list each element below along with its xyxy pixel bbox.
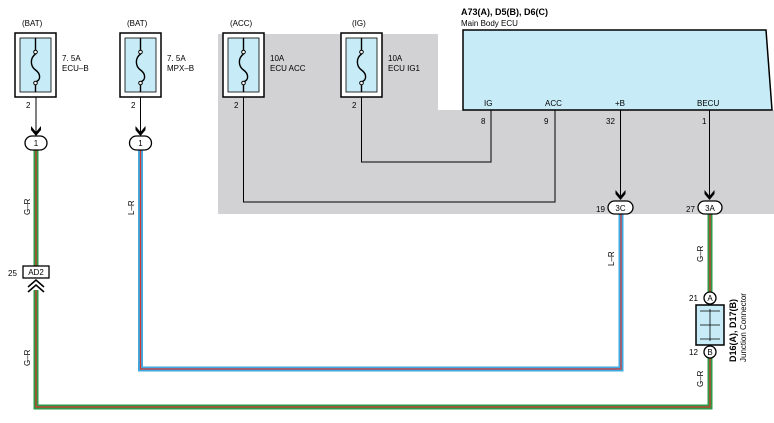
fuse-terminal-icon [138,49,143,55]
arrow-down-icon [704,190,715,200]
ecu-pin-ig: 8 [481,117,486,126]
connector-pin: 1 [138,139,143,148]
fuse-ecu-acc: (ACC) 10A ECU ACC 2 [222,19,306,110]
wire-label-gr: G–R [23,198,32,215]
junction-pin-b: 12 [689,348,698,357]
fuse-terminal-icon [33,80,38,86]
connector-fuse2: 1 [128,135,153,151]
fuse-terminal-icon [241,49,246,55]
fuse-terminal-icon [33,49,38,55]
fuse-source-label: (BAT) [22,19,43,28]
connector-3c: 19 3C [596,200,634,215]
connector-pin: 25 [8,269,17,278]
connector-box [22,265,50,279]
connector-code: AD2 [28,268,44,277]
fuse-source-label: (IG) [352,19,366,28]
fuse-name: ECU ACC [270,64,306,73]
fuse-pin: 2 [352,101,357,110]
fuse-name: ECU IG1 [388,64,421,73]
connector-code: 3C [615,204,625,213]
ecu-name: Main Body ECU [461,19,518,28]
ecu-terminal-becu: BECU [697,99,719,108]
connector-pill [607,200,634,215]
connector-pill [128,135,153,151]
fuse-rating: 10A [270,54,285,63]
fuse-rating: 7. 5A [62,54,81,63]
main-body-ecu: A73(A), D5(B), D6(C) Main Body ECU IG AC… [461,7,773,126]
arrow-down-icon [135,126,146,136]
fuse-mpx-b: (BAT) 7. 5A MPX–B 2 [119,19,194,110]
fuse-rating: 7. 5A [167,54,186,63]
ecu-pin-b: 32 [606,117,615,126]
ecu-terminal-ig: IG [484,99,492,108]
ecu-box [462,29,773,111]
connector-pin: 27 [686,205,695,214]
ecu-terminal-acc: ACC [545,99,562,108]
fuse-element-icon [238,38,249,92]
internal-wiring [35,97,710,203]
chevron-up-icon [27,284,45,293]
fuse-terminal-icon [359,49,364,55]
connector-pill [697,200,723,215]
ecu-code: A73(A), D5(B), D6(C) [461,7,548,17]
connector-3a: 27 3A [686,200,723,215]
fuse-ecu-ig1: (IG) 10A ECU IG1 2 [340,19,421,110]
junction-terminal-b [703,345,717,359]
fuse-name: ECU–B [62,64,89,73]
fuse-element-icon [135,38,146,92]
wire-label-gr: G–R [696,245,705,262]
fuse-element-icon [356,38,367,92]
connector-pin: 19 [596,205,605,214]
connector-ad2: 25 AD2 [8,265,50,293]
wire-gr-lower-tracer [35,290,711,408]
fuse-terminal-icon [138,80,143,86]
wire-lr-tracer [139,150,622,370]
junction-label-b: B [707,348,712,357]
fuse-pin: 2 [234,101,239,110]
connector-pill [24,135,48,151]
wire-label-gr: G–R [696,370,705,387]
fuse-ecu-b: (BAT) 7. 5A ECU–B 2 [14,19,89,110]
fuse-terminal-icon [359,80,364,86]
wire-label-lr: L–R [127,200,136,215]
wire-acc [243,97,556,203]
arrow-down-icon [31,126,41,136]
fuse-name: MPX–B [167,64,194,73]
fuse-pin: 2 [26,101,31,110]
connector-code: 3A [705,204,715,213]
junction-connector: 21 A 12 B D16(A), D17(B) Junction Connec… [689,291,748,362]
arrow-down-icon [615,190,626,200]
junction-code: D16(A), D17(B) [728,299,738,362]
fuse-terminal-icon [241,80,246,86]
junction-name: Junction Connector [739,293,748,362]
ecu-terminal-b: +B [615,99,625,108]
junction-label-a: A [707,294,713,303]
fuse-source-label: (ACC) [230,19,253,28]
chevron-up-icon [27,279,45,288]
wire-ig [361,97,492,163]
connector-pin: 1 [34,139,39,148]
connector-fuse1: 1 [24,135,48,151]
wire-label-gr: G–R [23,349,32,366]
fuse-pin: 2 [131,101,136,110]
fuse-source-label: (BAT) [127,19,148,28]
ecu-pin-acc: 9 [544,117,549,126]
fuse-rating: 10A [388,54,403,63]
junction-terminal-a [703,291,717,305]
junction-pin-a: 21 [689,294,698,303]
fuse-element-icon [30,38,41,92]
ecu-pin-becu: 1 [702,117,707,126]
wire-gr-lower [33,290,713,410]
wire-label-lr: L–R [607,251,616,266]
